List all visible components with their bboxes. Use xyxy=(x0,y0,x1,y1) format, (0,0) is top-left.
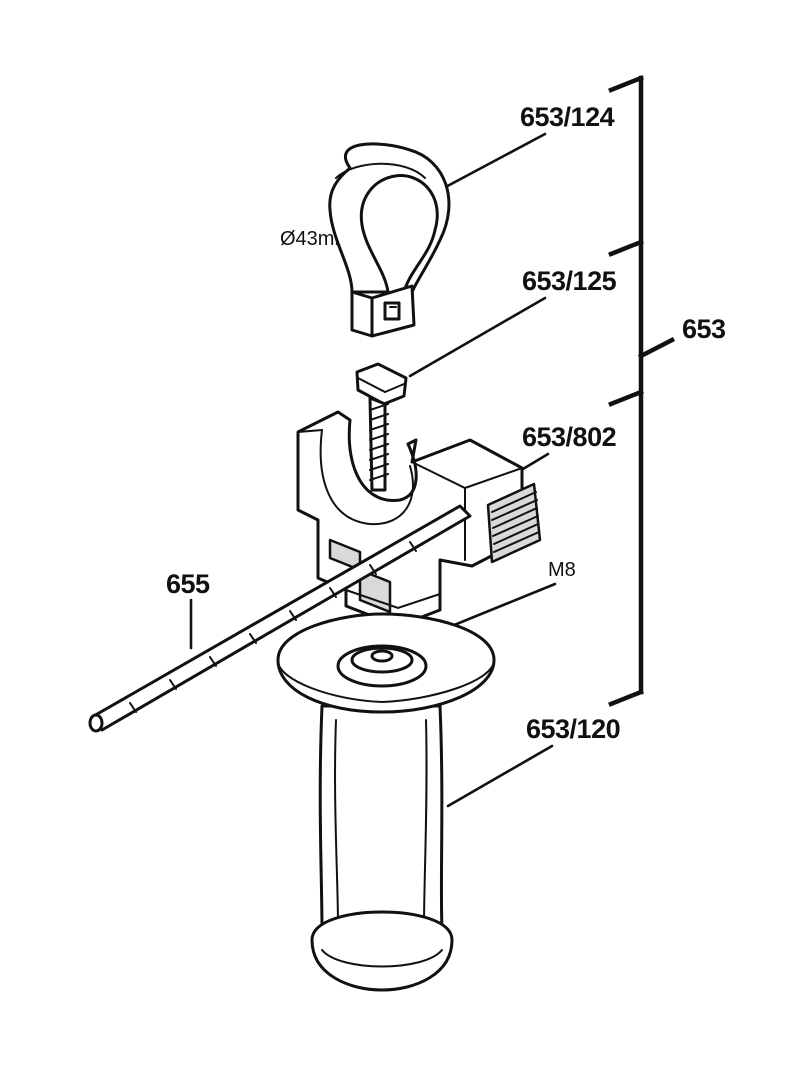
label-clamp-band: 653/124 xyxy=(520,102,615,132)
label-depth-rod: 655 xyxy=(166,569,210,599)
assembly-bracket xyxy=(608,75,676,707)
handle xyxy=(276,612,496,992)
depth-rod xyxy=(88,504,472,733)
label-assembly: 653 xyxy=(682,314,726,344)
clamp-band xyxy=(328,142,451,338)
label-clamp-body: 653/802 xyxy=(522,422,616,452)
label-handle: 653/120 xyxy=(526,714,620,744)
label-thread: M8 xyxy=(548,559,576,581)
clamp-screw xyxy=(355,362,408,492)
label-clamp-screw: 653/125 xyxy=(522,266,617,296)
